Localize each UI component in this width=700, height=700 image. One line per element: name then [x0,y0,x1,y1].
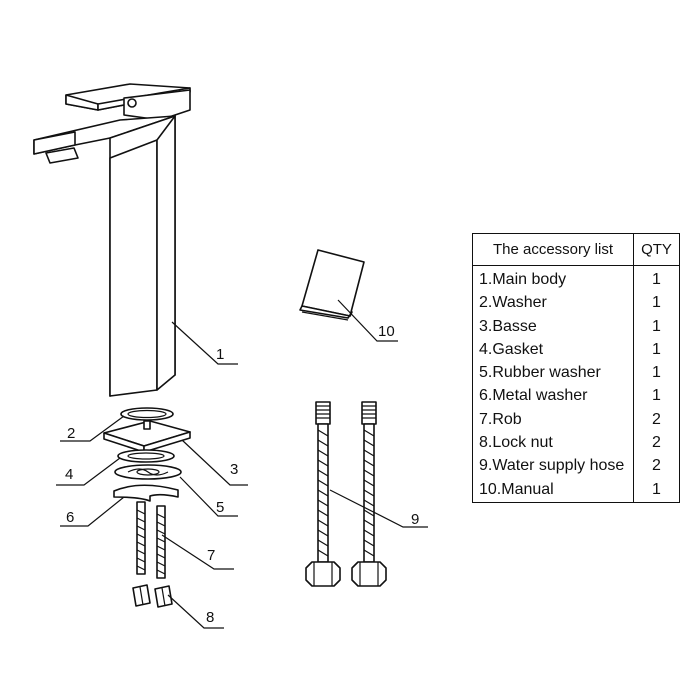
item-qty: 1 [652,271,661,288]
callout-5: 5 [216,499,224,516]
leader-lines [56,299,428,629]
table-row: 9.Water supply hose 2 [473,454,679,477]
callout-6: 6 [66,509,74,526]
item-name: 2.Washer [479,294,547,312]
table-row: 7.Rob 2 [473,408,679,431]
base-part [103,420,191,453]
item-name: 5.Rubber washer [479,364,601,382]
item-name: 7.Rob [479,410,522,428]
item-qty: 1 [652,387,661,405]
item-qty: 1 [652,340,661,358]
table-row: 8.Lock nut 2 [473,431,679,454]
item-qty: 1 [652,480,661,498]
item-name: 4.Gasket [479,340,544,358]
item-qty: 2 [652,457,661,475]
table-row: 6.Metal washer 1 [473,384,679,407]
item-name: 1.Main body [479,271,567,288]
item-qty: 2 [652,434,661,452]
item-name: 10.Manual [479,480,554,498]
washer-part [120,407,174,421]
table-row: 3.Basse 1 [473,315,679,338]
callout-7: 7 [207,547,215,564]
callout-1: 1 [216,346,224,363]
callout-10: 10 [378,323,395,340]
item-name: 9.Water supply hose [479,457,625,475]
gasket-part [117,449,175,463]
table-row: 5.Rubber washer 1 [473,361,679,384]
callout-3: 3 [230,461,238,478]
table-row: 4.Gasket 1 [473,338,679,361]
table-rows: 1.Main body 1 2.Washer 1 3.Basse 1 4.Gas… [473,268,679,501]
header-accessory-list: The accessory list [492,241,614,258]
table-header: The accessory list QTY [473,234,679,266]
callout-9: 9 [411,511,419,528]
item-qty: 1 [652,294,661,312]
table-row: 2.Washer 1 [473,291,679,314]
item-qty: 2 [652,410,661,428]
rods-part [136,501,166,579]
main-body-part [33,83,191,397]
callout-2: 2 [67,425,75,442]
water-supply-hoses-part [305,401,387,587]
accessory-list-table: The accessory list QTY 1.Main body 1 2.W… [472,233,680,503]
item-qty: 1 [652,317,661,335]
callout-8: 8 [206,609,214,626]
metal-washer-part [113,484,179,502]
rubber-washer-part [114,464,182,480]
table-row: 1.Main body 1 [473,268,679,291]
item-name: 3.Basse [479,317,537,335]
lock-nuts-part [132,584,173,608]
callout-4: 4 [65,466,73,483]
header-qty: QTY [641,241,672,258]
column-divider [633,234,634,502]
item-qty: 1 [652,364,661,382]
item-name: 6.Metal washer [479,387,588,405]
item-name: 8.Lock nut [479,434,553,452]
table-row: 10.Manual 1 [473,478,679,501]
manual-part [299,249,365,321]
